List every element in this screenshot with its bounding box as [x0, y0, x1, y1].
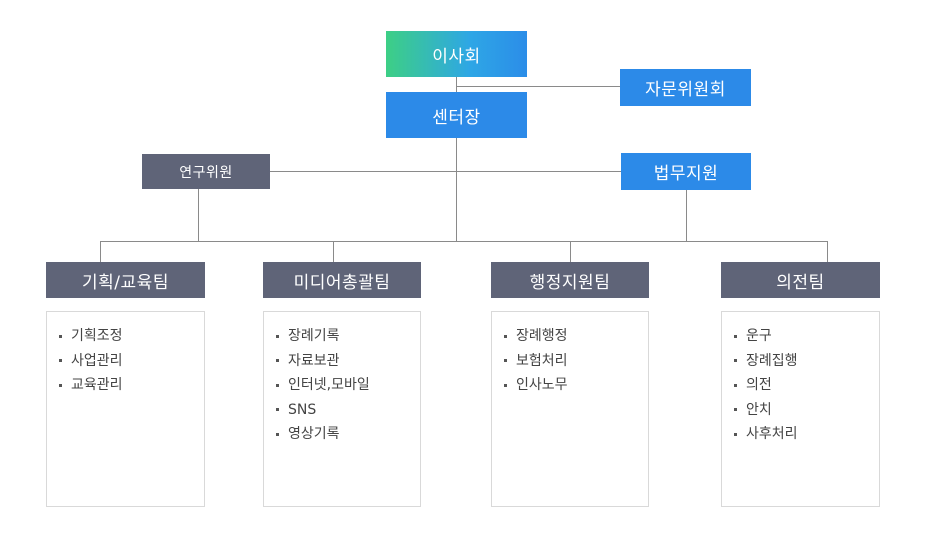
bullet-icon	[276, 383, 279, 387]
research-committee-label: 연구위원	[179, 164, 233, 181]
legal-support-label: 법무지원	[653, 164, 719, 184]
bullet-icon	[59, 359, 62, 363]
duty-item: 장례기록	[276, 324, 420, 349]
duty-item: 장례행정	[504, 324, 648, 349]
team-box-media: 미디어총괄팀	[263, 262, 421, 298]
bullet-icon	[504, 359, 507, 363]
duty-list: 기획조정 사업관리 교육관리	[47, 312, 204, 398]
bullet-icon	[276, 432, 279, 436]
team-box-ceremony: 의전팀	[721, 262, 880, 298]
duty-item: 영상기록	[276, 422, 420, 447]
bullet-icon	[276, 359, 279, 363]
duty-item: 장례집행	[734, 349, 879, 374]
duty-item: 인터넷,모바일	[276, 373, 420, 398]
duty-panel-ceremony: 운구 장례집행 의전 안치 사후처리	[721, 311, 880, 507]
duty-item: 의전	[734, 373, 879, 398]
bullet-icon	[504, 334, 507, 338]
director-label: 센터장	[432, 107, 481, 128]
board-box: 이사회	[386, 31, 527, 77]
team-box-planning: 기획/교육팀	[46, 262, 205, 298]
bullet-icon	[734, 359, 737, 363]
advisory-committee-box: 자문위원회	[620, 69, 751, 106]
legal-support-box: 법무지원	[621, 153, 751, 190]
duty-item: 자료보관	[276, 349, 420, 374]
bullet-icon	[734, 334, 737, 338]
director-box: 센터장	[386, 92, 527, 138]
duty-item: 안치	[734, 398, 879, 423]
duty-item: 인사노무	[504, 373, 648, 398]
duty-panel-planning: 기획조정 사업관리 교육관리	[46, 311, 205, 507]
team-box-admin: 행정지원팀	[491, 262, 649, 298]
team-label: 의전팀	[776, 272, 825, 293]
team-label: 행정지원팀	[529, 272, 611, 293]
duty-item: 교육관리	[59, 373, 204, 398]
board-label: 이사회	[432, 46, 481, 67]
team-label: 기획/교육팀	[82, 272, 169, 293]
bullet-icon	[276, 334, 279, 338]
duty-list: 장례기록 자료보관 인터넷,모바일 SNS 영상기록	[264, 312, 420, 447]
duty-item: 사업관리	[59, 349, 204, 374]
duty-list: 운구 장례집행 의전 안치 사후처리	[722, 312, 879, 447]
bullet-icon	[734, 408, 737, 412]
duty-panel-media: 장례기록 자료보관 인터넷,모바일 SNS 영상기록	[263, 311, 421, 507]
duty-panel-admin: 장례행정 보험처리 인사노무	[491, 311, 649, 507]
bullet-icon	[734, 432, 737, 436]
bullet-icon	[734, 383, 737, 387]
bullet-icon	[504, 383, 507, 387]
duty-item: 기획조정	[59, 324, 204, 349]
duty-item: 사후처리	[734, 422, 879, 447]
team-label: 미디어총괄팀	[293, 272, 391, 293]
bullet-icon	[59, 383, 62, 387]
duty-list: 장례행정 보험처리 인사노무	[492, 312, 648, 398]
bullet-icon	[59, 334, 62, 338]
duty-item: 보험처리	[504, 349, 648, 374]
duty-item: SNS	[276, 398, 420, 423]
bullet-icon	[276, 408, 279, 412]
advisory-committee-label: 자문위원회	[645, 80, 726, 100]
research-committee-box: 연구위원	[142, 154, 270, 189]
duty-item: 운구	[734, 324, 879, 349]
